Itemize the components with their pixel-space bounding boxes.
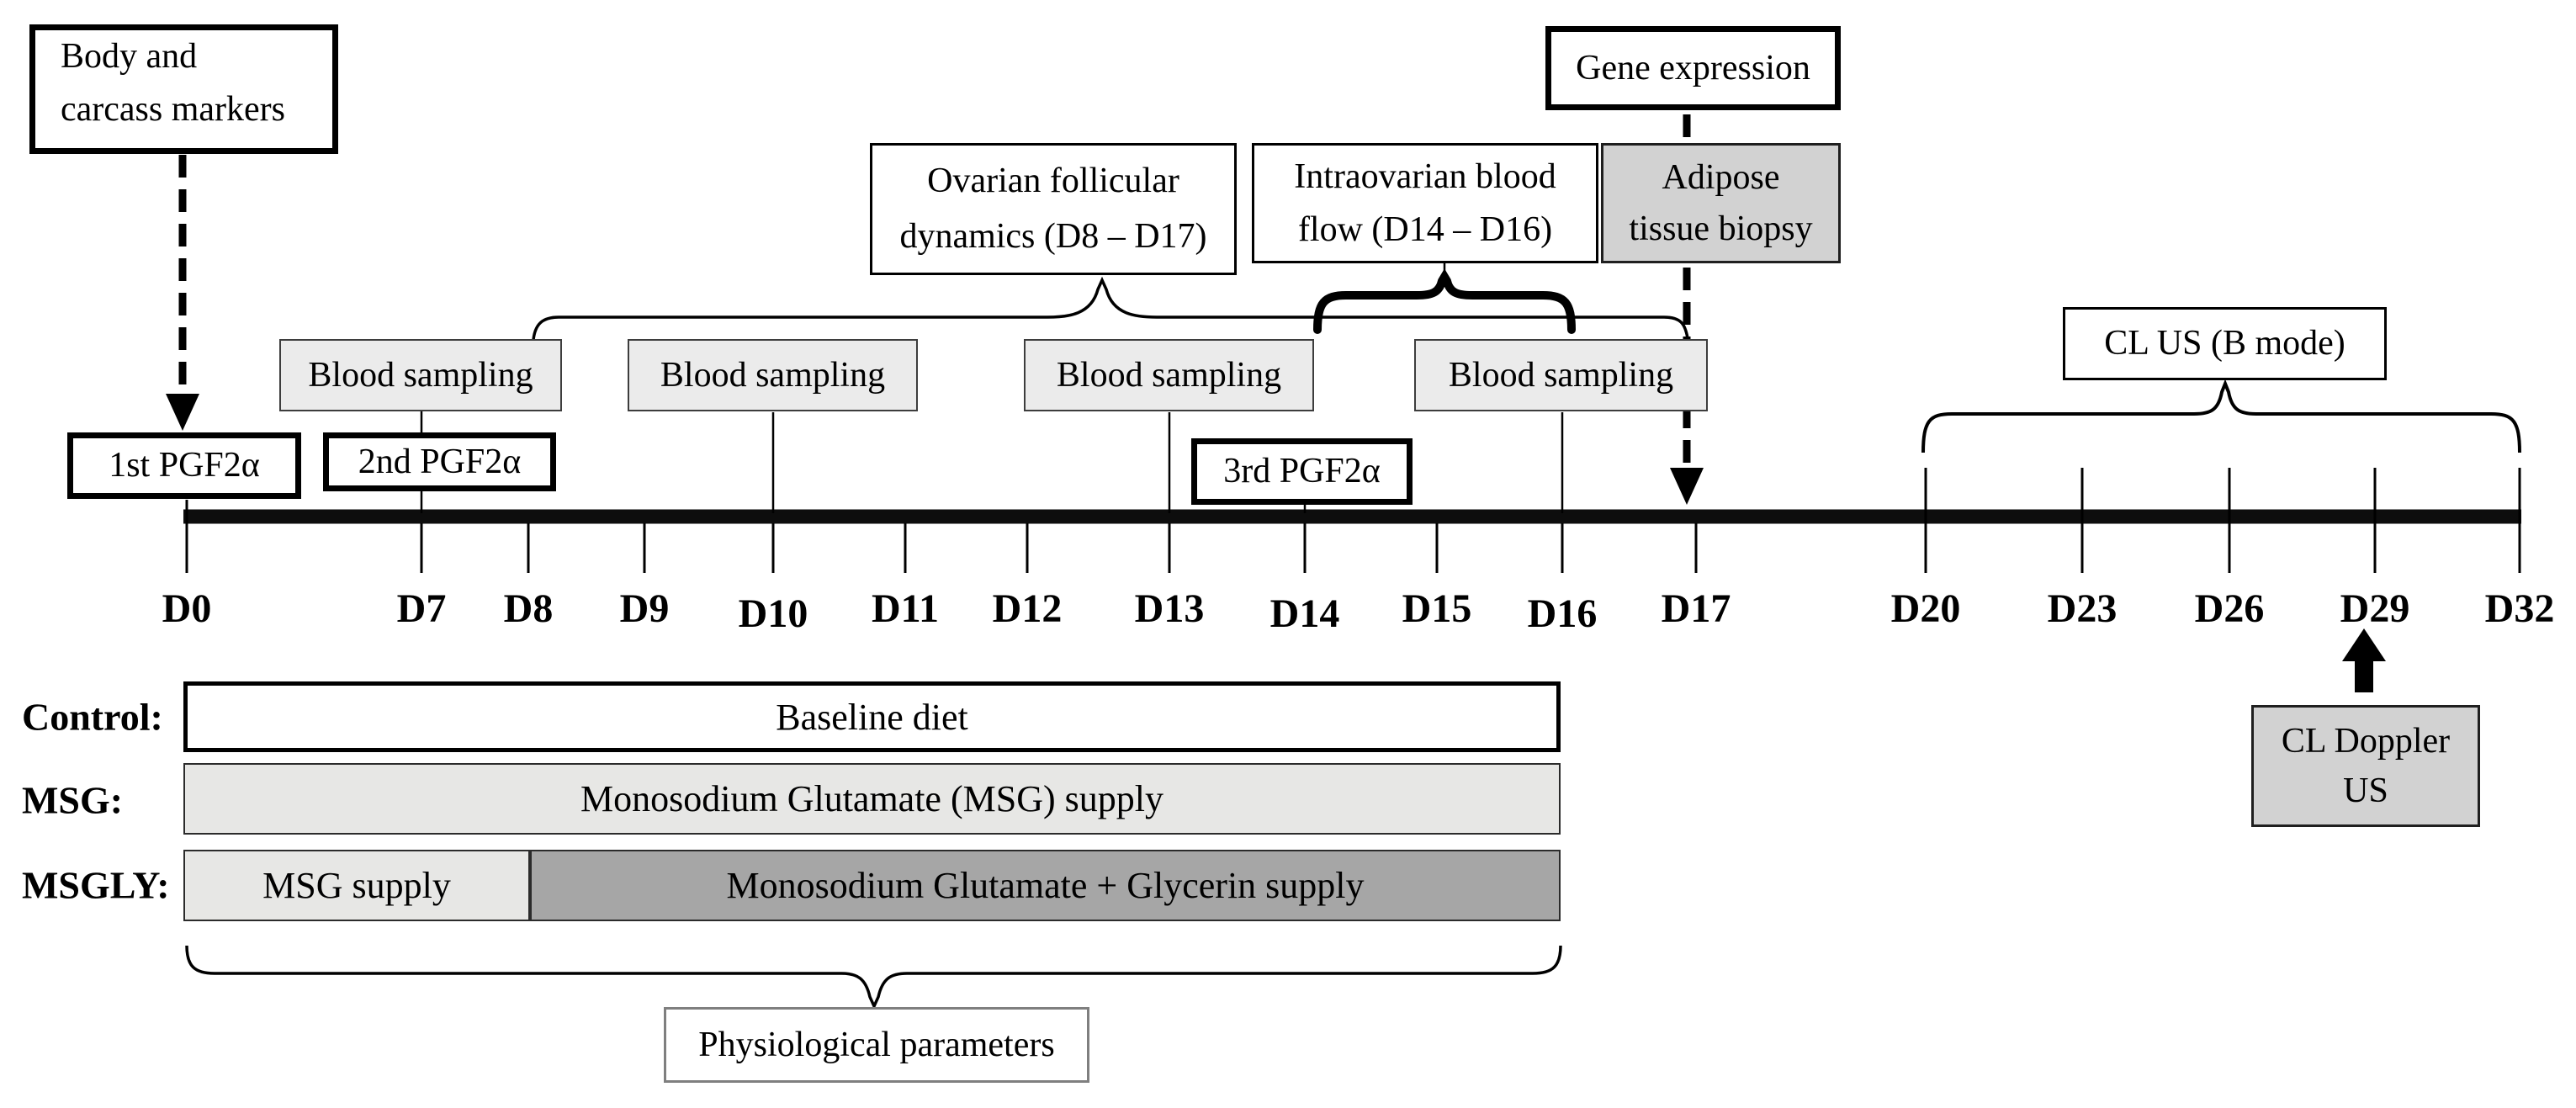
blood-sampling-label: Blood sampling (308, 355, 533, 395)
ovarian-dynamics-box: Ovarian follicular dynamics (D8 – D17) (870, 143, 1237, 275)
pgf-1st-box: 1st PGF2α (67, 432, 301, 499)
day-label-d26: D26 (2194, 586, 2265, 631)
cl-doppler-line2: US (2343, 771, 2388, 810)
control-baseline-diet-bar: Baseline diet (183, 681, 1561, 752)
cl-us-box: CL US (B mode) (2063, 307, 2387, 380)
body-carcass-markers-box: Body and carcass markers (29, 24, 338, 154)
day-label-d12: D12 (992, 586, 1063, 631)
day-label-d16: D16 (1527, 591, 1598, 636)
row-label-msg: MSG: (22, 778, 124, 822)
day-label-d11: D11 (871, 586, 940, 631)
msgly-msg-label: MSG supply (262, 865, 451, 906)
blood-sampling-label: Blood sampling (1056, 355, 1282, 395)
blood-sampling-box-1: Blood sampling (279, 339, 562, 411)
intraovarian-flow-line2: flow (D14 – D16) (1297, 209, 1553, 249)
ovarian-dynamics-line2: dynamics (D8 – D17) (899, 216, 1207, 256)
msgly-glycerin-segment: Monosodium Glutamate + Glycerin supply (530, 850, 1561, 921)
msg-supply-label: Monosodium Glutamate (MSG) supply (580, 778, 1163, 819)
physiological-parameters-box: Physiological parameters (664, 1007, 1089, 1083)
gene-expression-box: Gene expression (1545, 26, 1841, 110)
body-carcass-line2: carcass markers (61, 90, 286, 129)
cl-us-label: CL US (B mode) (2104, 324, 2345, 363)
day-label-d0: D0 (162, 586, 212, 631)
blood-sampling-label: Blood sampling (1448, 355, 1674, 395)
day-label-d20: D20 (1890, 586, 1961, 631)
row-label-control: Control: (22, 695, 163, 739)
day-label-d7: D7 (396, 586, 447, 631)
blood-sampling-box-4: Blood sampling (1414, 339, 1708, 411)
gene-expression-dashed-arrow (1670, 114, 1704, 505)
timeline-ticks (185, 468, 2521, 573)
adipose-biopsy-line2: tissue biopsy (1629, 209, 1813, 248)
ovarian-dynamics-brace (532, 276, 1689, 341)
cl-us-brace (1921, 379, 2521, 453)
day-label-d10: D10 (738, 591, 808, 636)
cl-doppler-line1: CL Doppler (2281, 721, 2451, 761)
physiological-brace (185, 945, 1562, 1010)
msgly-glycerin-label: Monosodium Glutamate + Glycerin supply (726, 865, 1365, 906)
day-label-d8: D8 (503, 586, 554, 631)
intraovarian-brace (1313, 268, 1576, 334)
box-stems (420, 263, 1564, 513)
msgly-msg-segment: MSG supply (183, 850, 530, 921)
day-label-d32: D32 (2484, 586, 2555, 631)
cl-doppler-box: CL Doppler US (2251, 705, 2480, 827)
ovarian-dynamics-line1: Ovarian follicular (927, 162, 1179, 201)
day-label-d13: D13 (1134, 586, 1205, 631)
day-label-d29: D29 (2340, 586, 2410, 631)
cl-doppler-up-arrow (2342, 628, 2386, 692)
adipose-biopsy-line1: Adipose (1662, 157, 1780, 197)
row-label-msgly: MSGLY: (22, 863, 170, 907)
adipose-biopsy-box: Adipose tissue biopsy (1601, 143, 1841, 263)
blood-sampling-label: Blood sampling (660, 355, 886, 395)
day-label-d17: D17 (1661, 586, 1731, 631)
body-markers-dashed-arrow (166, 155, 199, 431)
physiological-parameters-label: Physiological parameters (698, 1025, 1055, 1064)
day-label-d23: D23 (2047, 586, 2118, 631)
blood-sampling-box-3: Blood sampling (1024, 339, 1314, 411)
baseline-diet-label: Baseline diet (776, 696, 968, 738)
pgf-3rd-label: 3rd PGF2α (1223, 452, 1381, 490)
gene-expression-label: Gene expression (1576, 48, 1810, 87)
intraovarian-flow-box: Intraovarian blood flow (D14 – D16) (1252, 143, 1598, 263)
day-label-d15: D15 (1402, 586, 1472, 631)
pgf-2nd-box: 2nd PGF2α (323, 432, 556, 491)
day-label-d9: D9 (619, 586, 670, 631)
day-label-d14: D14 (1269, 591, 1340, 636)
msg-supply-bar: Monosodium Glutamate (MSG) supply (183, 763, 1561, 835)
pgf-1st-label: 1st PGF2α (109, 446, 260, 485)
pgf-2nd-label: 2nd PGF2α (358, 442, 522, 481)
body-carcass-line1: Body and (61, 37, 198, 76)
intraovarian-flow-line1: Intraovarian blood (1294, 156, 1556, 196)
blood-sampling-box-2: Blood sampling (628, 339, 918, 411)
pgf-3rd-box: 3rd PGF2α (1191, 438, 1413, 505)
